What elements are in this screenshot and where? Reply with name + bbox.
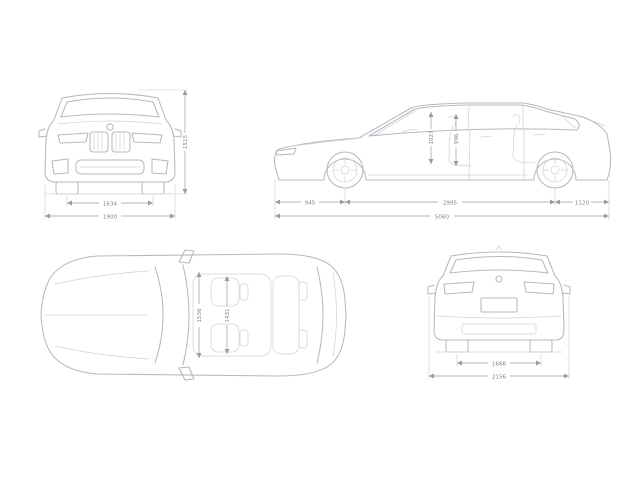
diffuser bbox=[461, 323, 537, 335]
side-dimensions: 1027 996 945 2995 1120 5060 bbox=[274, 112, 610, 221]
headroom-front-dim-label: 1027 bbox=[429, 130, 435, 145]
left-mirror bbox=[38, 128, 48, 138]
door-cutlines bbox=[468, 128, 525, 180]
interior-width-rear-dim-label: 1431 bbox=[225, 308, 231, 323]
rear-track-dim-label: 1668 bbox=[492, 362, 507, 368]
headroom-rear-dim-label: 996 bbox=[454, 133, 460, 144]
pillars bbox=[374, 105, 576, 136]
top-dimensions: 1536 1431 bbox=[196, 272, 231, 358]
front-right-wheel bbox=[141, 181, 165, 195]
front-view: 1515 1634 1900 bbox=[38, 89, 189, 221]
length-dim-label: 5060 bbox=[435, 215, 450, 221]
rear-left-wheel bbox=[445, 339, 469, 353]
left-side-intake bbox=[51, 158, 69, 175]
rear-right-mirror bbox=[561, 284, 571, 295]
right-side-intake bbox=[151, 158, 169, 175]
top-view: 1536 1431 bbox=[40, 249, 347, 381]
front-dimensions: 1515 1634 1900 bbox=[44, 89, 189, 221]
hood-crease bbox=[57, 120, 163, 125]
side-body-outline bbox=[273, 102, 612, 181]
top-left-mirror bbox=[178, 249, 195, 264]
windshield bbox=[60, 97, 160, 118]
rear-window-top bbox=[316, 266, 324, 364]
rear-car-drawing bbox=[427, 245, 571, 353]
rear-left-mirror bbox=[427, 284, 437, 295]
width-incl-mirrors-dim-label: 2156 bbox=[492, 375, 507, 381]
rear-window bbox=[449, 255, 549, 274]
top-body-outline bbox=[40, 253, 347, 377]
front-body-outline bbox=[44, 92, 176, 183]
rear-wheel bbox=[536, 151, 574, 189]
kidney-grille bbox=[89, 131, 131, 153]
side-car-drawing bbox=[273, 102, 612, 189]
rear-view: 1668 2156 bbox=[427, 245, 571, 381]
front-car-drawing bbox=[38, 92, 182, 195]
front-wheel bbox=[326, 151, 364, 189]
hood-contours bbox=[44, 270, 150, 360]
side-headlight bbox=[275, 147, 297, 156]
side-view: 1027 996 945 2995 1120 5060 bbox=[273, 102, 612, 221]
rear-body-outline bbox=[433, 251, 565, 341]
left-tail-light bbox=[443, 281, 475, 295]
front-overhang-dim-label: 945 bbox=[305, 201, 316, 207]
bmw-roundel-icon bbox=[106, 123, 114, 131]
hood-cutline bbox=[284, 137, 362, 148]
interior-width-front-dim-label: 1536 bbox=[197, 308, 203, 323]
wheelbase-dim-label: 2995 bbox=[443, 201, 458, 207]
rear-dimensions: 1668 2156 bbox=[428, 296, 570, 381]
tail-light-line bbox=[592, 120, 606, 127]
right-tail-light bbox=[523, 281, 555, 295]
lower-intake bbox=[75, 159, 145, 175]
shark-fin-antenna bbox=[495, 245, 503, 251]
front-left-wheel bbox=[55, 181, 79, 195]
windshield-top bbox=[154, 266, 164, 364]
tailgate-edge bbox=[332, 272, 337, 358]
top-seats bbox=[210, 275, 308, 355]
rear-right-wheel bbox=[529, 339, 553, 353]
front-track-dim-label: 1634 bbox=[103, 202, 118, 208]
top-car-drawing bbox=[40, 249, 347, 381]
license-plate bbox=[480, 297, 518, 313]
roof-front-edge bbox=[182, 264, 190, 366]
front-height-dim-label: 1515 bbox=[183, 134, 189, 149]
sunroof bbox=[192, 273, 272, 357]
interior-seats bbox=[402, 114, 536, 167]
glasshouse bbox=[368, 104, 580, 137]
right-headlight bbox=[131, 132, 163, 144]
rear-overhang-dim-label: 1120 bbox=[575, 201, 590, 207]
right-mirror bbox=[172, 128, 182, 138]
left-headlight bbox=[57, 132, 89, 144]
bmw-roundel-icon bbox=[495, 275, 503, 283]
bumper-line bbox=[436, 315, 562, 319]
door-handles bbox=[480, 133, 546, 138]
front-width-dim-label: 1900 bbox=[103, 215, 118, 221]
top-right-mirror bbox=[178, 366, 195, 381]
